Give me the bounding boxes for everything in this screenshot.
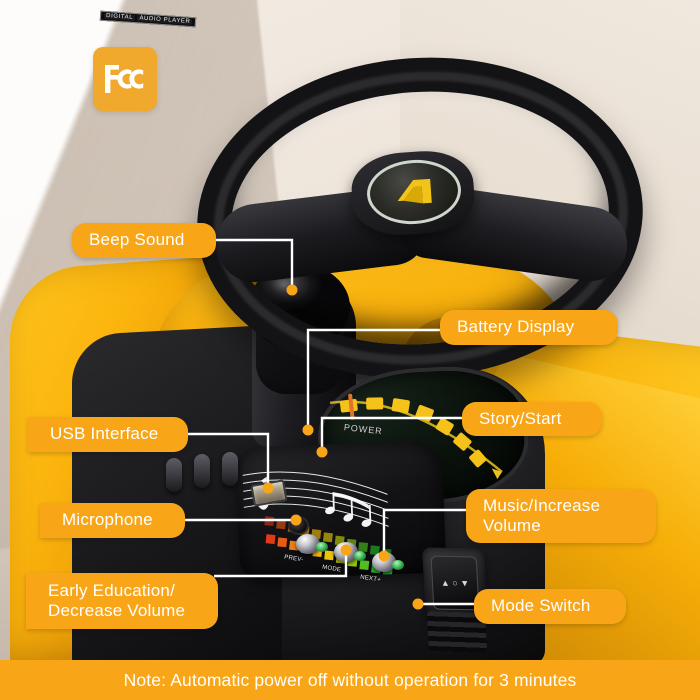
panel-heading-audio-player: AUDIO PLAYER xyxy=(137,15,193,26)
fcc-certification-icon xyxy=(93,47,157,111)
callout-microphone[interactable]: Microphone xyxy=(40,503,185,538)
svg-text:POWER: POWER xyxy=(343,422,383,436)
next-button[interactable] xyxy=(372,552,396,572)
led-indicator-2 xyxy=(354,551,366,561)
mode-switch-symbols: ▲ ○ ▼ xyxy=(430,555,480,611)
lever-3[interactable] xyxy=(222,452,238,486)
lever-1[interactable] xyxy=(166,458,182,492)
callout-early-education-decrease-volume[interactable]: Early Education/ Decrease Volume xyxy=(26,573,218,629)
callout-beep-sound[interactable]: Beep Sound xyxy=(72,223,216,258)
note-text: Note: Automatic power off without operat… xyxy=(123,669,577,690)
panel-heading: DIGITAL AUDIO PLAYER xyxy=(99,10,197,28)
microphone-hole[interactable] xyxy=(288,516,309,535)
callout-battery-display[interactable]: Battery Display xyxy=(440,310,618,345)
brand-emblem-icon xyxy=(364,156,464,228)
callout-music-increase-volume[interactable]: Music/Increase Volume xyxy=(466,489,656,543)
led-indicator-3 xyxy=(392,560,404,570)
lever-2[interactable] xyxy=(194,454,210,488)
callout-story-start[interactable]: Story/Start xyxy=(462,402,602,436)
callout-mode-switch[interactable]: Mode Switch xyxy=(474,589,626,624)
led-indicator-1 xyxy=(316,542,328,552)
prev-button[interactable] xyxy=(296,534,320,554)
callout-usb-interface[interactable]: USB Interface xyxy=(28,417,188,452)
panel-heading-digital: DIGITAL xyxy=(103,12,136,22)
note-bar: Note: Automatic power off without operat… xyxy=(0,660,700,700)
